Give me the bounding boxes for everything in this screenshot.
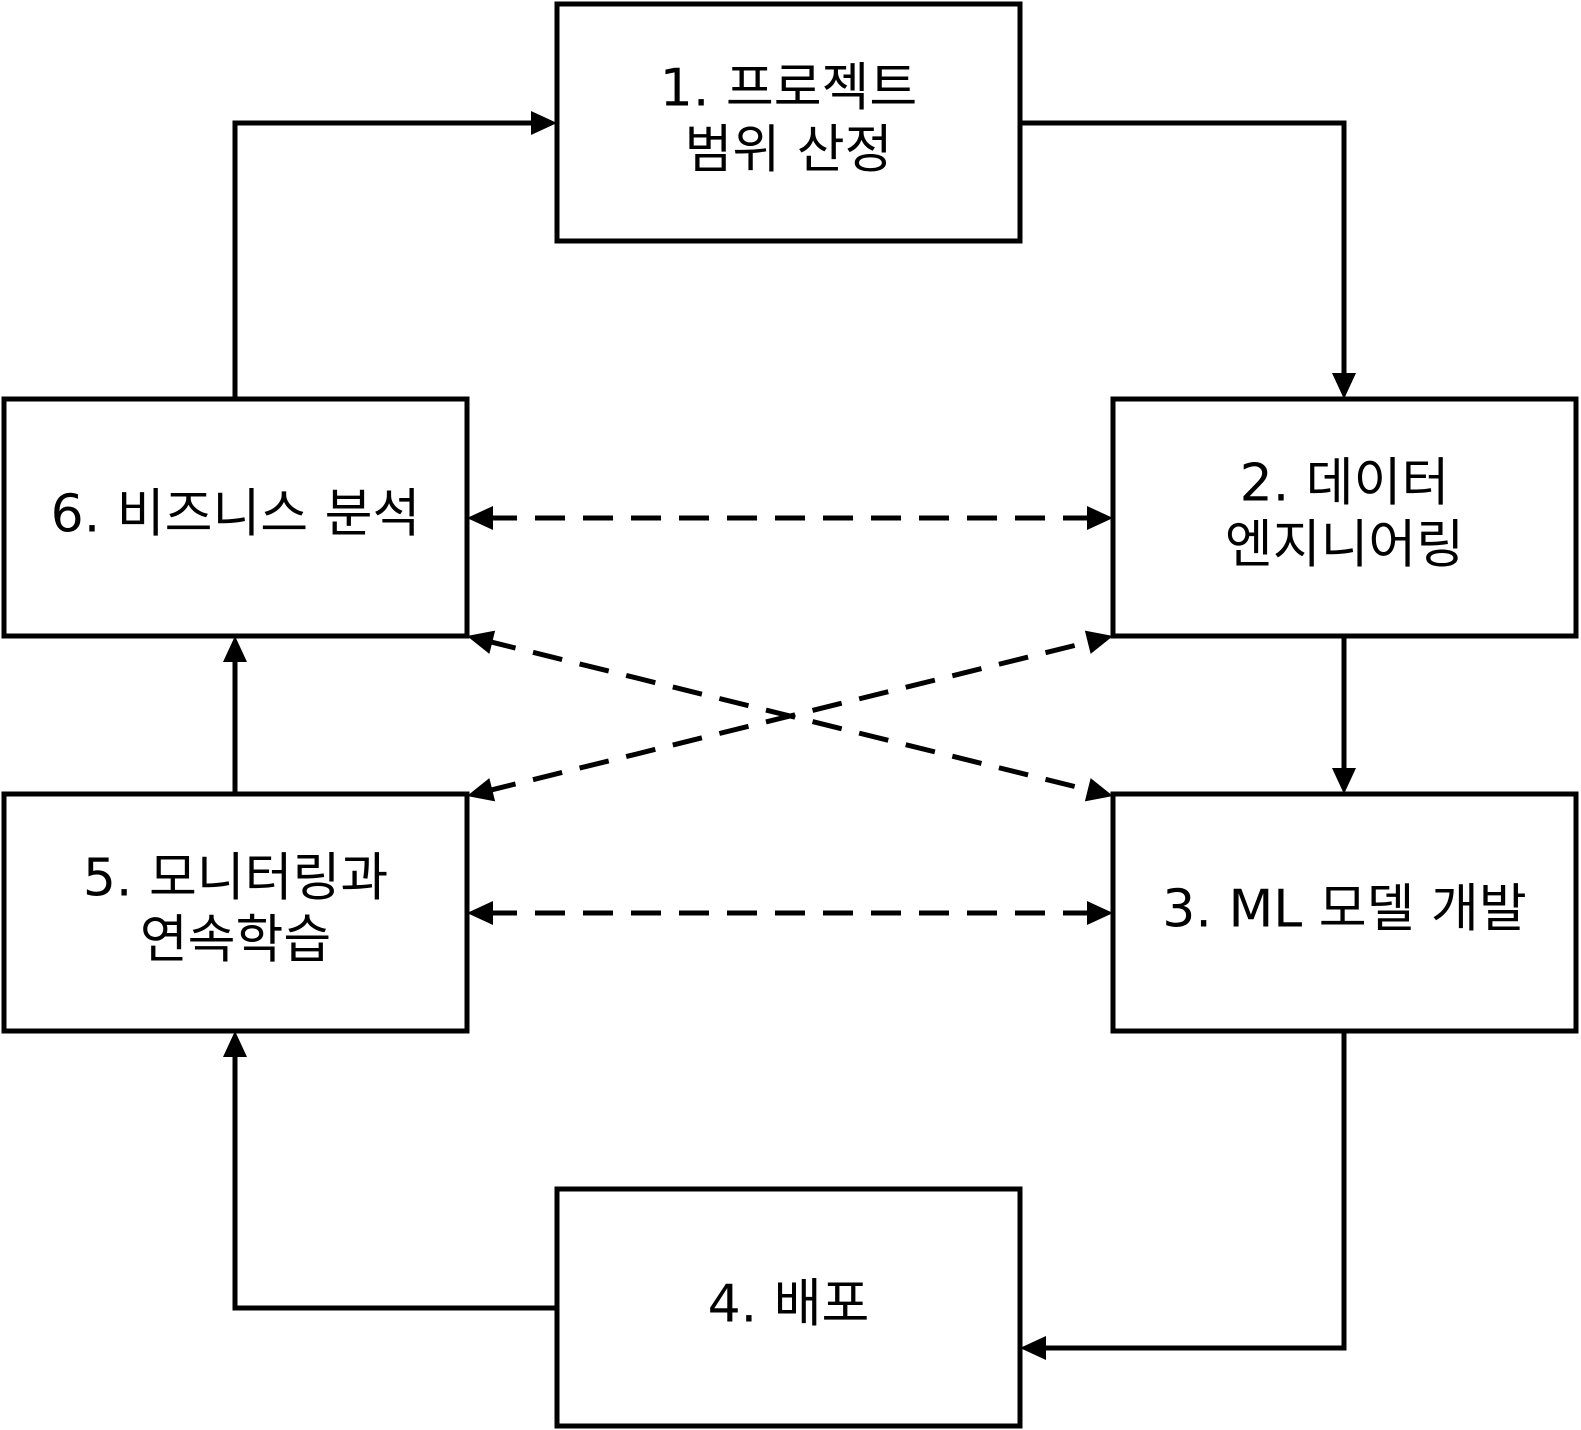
node-label: 5. 모니터링과: [83, 849, 388, 909]
edge-monitoring-to-ml-model-development: [467, 901, 1113, 925]
node-box: [1, 396, 470, 639]
edge-deployment-to-monitoring: [223, 1031, 557, 1311]
node-label: 연속학습: [140, 911, 331, 971]
arrowhead-icon: [1020, 1336, 1046, 1360]
arrowhead-icon: [531, 111, 557, 135]
edge-monitoring-to-data-engineering: [467, 630, 1113, 802]
arrowhead-icon: [1087, 506, 1113, 530]
node-label: 2. 데이터: [1240, 454, 1450, 514]
arrowhead-icon: [223, 636, 247, 662]
node-label: 1. 프로젝트: [660, 59, 918, 119]
edges-layer: [223, 111, 1356, 1360]
arrowhead-icon: [1332, 373, 1356, 399]
edge-business-analysis-to-scoping: [232, 111, 557, 399]
arrowhead-icon: [223, 1031, 247, 1057]
node-label: 엔지니어링: [1225, 516, 1464, 576]
node-business-analysis: 6. 비즈니스 분석: [1, 396, 470, 639]
node-label: 4. 배포: [708, 1275, 870, 1335]
edge-line: [485, 638, 1095, 794]
node-ml-model-development: 3. ML 모델 개발: [1110, 791, 1579, 1034]
arrowhead-icon: [467, 778, 496, 802]
arrowhead-icon: [1087, 901, 1113, 925]
edge-monitoring-to-business-analysis: [223, 636, 247, 794]
arrowhead-icon: [467, 901, 493, 925]
node-deployment: 4. 배포: [554, 1186, 1023, 1429]
edge-data-engineering-to-ml-model-development: [1332, 636, 1356, 794]
node-box: [1110, 791, 1579, 1034]
node-box: [1110, 396, 1579, 639]
node-box: [554, 1186, 1023, 1429]
arrowhead-icon: [1084, 630, 1113, 654]
edge-line: [232, 1051, 557, 1311]
arrowhead-icon: [467, 506, 493, 530]
edge-business-analysis-to-data-engineering: [467, 506, 1113, 530]
node-box: [1, 791, 470, 1034]
edge-scoping-to-data-engineering: [1020, 120, 1356, 399]
node-label: 6. 비즈니스 분석: [51, 485, 421, 545]
node-label: 범위 산정: [685, 121, 893, 181]
node-label: 3. ML 모델 개발: [1162, 880, 1526, 940]
node-box: [554, 1, 1023, 244]
arrowhead-icon: [1084, 778, 1113, 802]
arrowhead-icon: [1332, 768, 1356, 794]
arrowhead-icon: [467, 630, 496, 654]
edge-line: [1040, 1031, 1347, 1351]
edge-line: [232, 120, 537, 399]
edge-ml-model-development-to-deployment: [1020, 1031, 1347, 1360]
edge-line: [1020, 120, 1347, 379]
